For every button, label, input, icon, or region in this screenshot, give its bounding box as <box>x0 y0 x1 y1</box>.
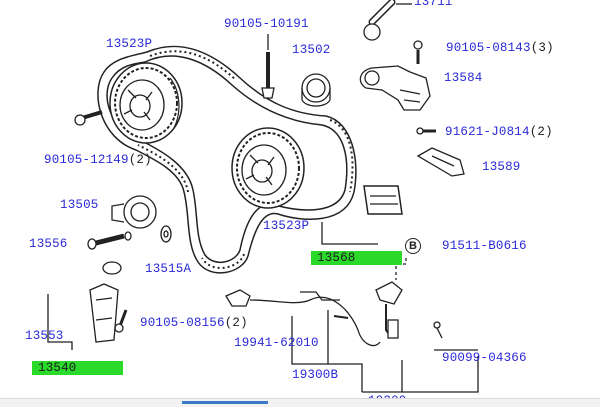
label-13553: 13553 <box>25 329 64 343</box>
qty-90105-08156: (2) <box>224 316 248 330</box>
tensioner-13540 <box>47 261 122 350</box>
idler-13505 <box>111 195 157 229</box>
label-13523P-middle: 13523P <box>263 219 310 233</box>
bolt-13556 <box>87 231 132 250</box>
bolt-90105-12149 <box>74 110 103 126</box>
callout-b-marker: B <box>405 238 421 254</box>
idler-13502 <box>301 73 331 107</box>
bolt-90105-10191 <box>261 34 275 99</box>
label-19941-62010: 19941-62010 <box>234 336 319 350</box>
label-13523P-top: 13523P <box>106 37 153 51</box>
label-90105-08143: 90105-08143(3) <box>446 41 554 55</box>
plate-13589 <box>416 147 465 177</box>
label-13589: 13589 <box>482 160 521 174</box>
label-90099-04366: 90099-04366 <box>442 351 527 365</box>
tensioner-bracket-13584 <box>359 40 431 111</box>
bottom-scroll-strip[interactable] <box>0 398 600 407</box>
qty-90105-12149: (2) <box>128 153 152 167</box>
camshaft-pulley-middle <box>231 127 305 209</box>
label-13515A: 13515A <box>145 262 192 276</box>
label-13711: 13711 <box>414 0 453 9</box>
label-13540-highlighted: 13540 <box>32 361 123 375</box>
sensor-assembly <box>375 258 443 339</box>
bolt-91621-J0814 <box>416 127 436 135</box>
label-13502: 13502 <box>292 43 331 57</box>
label-19300-cut-off: 19300 <box>368 394 407 399</box>
bolt-90105-08156 <box>114 309 128 333</box>
label-90105-10191: 90105-10191 <box>224 17 309 31</box>
camshaft-pulley-top <box>109 62 183 144</box>
label-13505: 13505 <box>60 198 99 212</box>
label-19300B: 19300B <box>292 368 339 382</box>
washer-13515A <box>160 225 172 243</box>
label-90105-12149: 90105-12149(2) <box>44 153 152 167</box>
label-91511-B0616: 91511-B0616 <box>442 239 527 253</box>
rod-part-13711 <box>363 0 412 41</box>
label-13584: 13584 <box>444 71 483 85</box>
qty-90105-08143: (3) <box>530 41 554 55</box>
wiring-harness <box>225 289 479 393</box>
label-13568-highlighted: 13568 <box>311 251 402 265</box>
label-13556: 13556 <box>29 237 68 251</box>
cover-13568 <box>321 185 403 245</box>
scroll-indicator[interactable] <box>182 401 268 404</box>
label-91621-J0814: 91621-J0814(2) <box>445 125 553 139</box>
label-90105-08156: 90105-08156(2) <box>140 316 248 330</box>
qty-91621-J0814: (2) <box>529 125 553 139</box>
